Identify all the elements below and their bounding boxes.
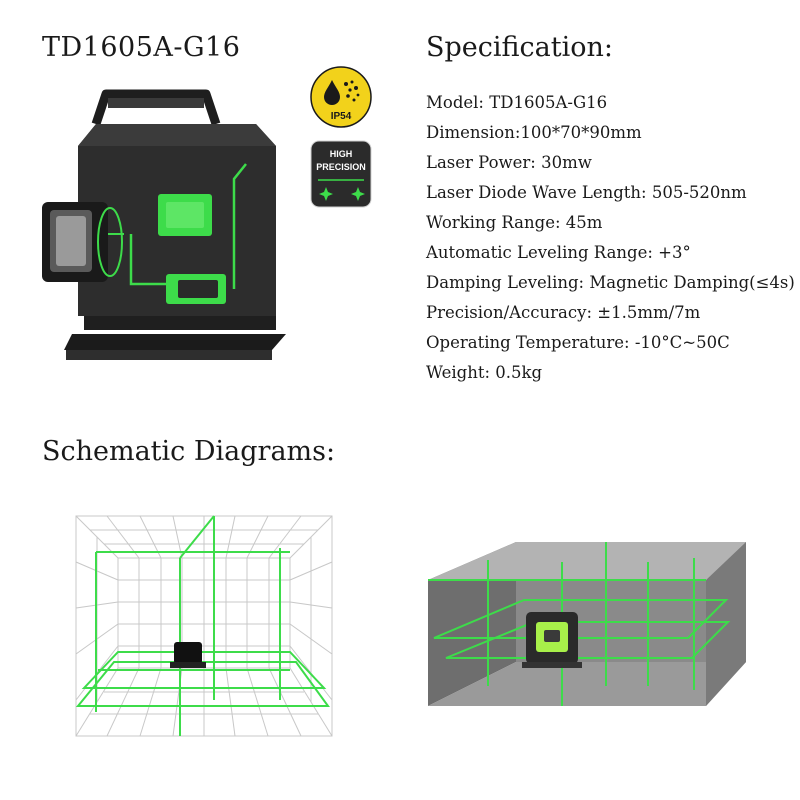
ip54-badge: IP54 [310, 66, 372, 128]
model-title: TD1605A-G16 [42, 32, 241, 63]
spec-item-leveling-range: Automatic Leveling Range: +3° [426, 243, 691, 262]
precision-line1: HIGH [330, 149, 353, 159]
precision-line2: PRECISION [316, 162, 366, 172]
spec-item-model: Model: TD1605A-G16 [426, 93, 608, 112]
spec-item-wavelength: Laser Diode Wave Length: 505-520nm [426, 183, 747, 202]
high-precision-badge: HIGH PRECISION [310, 140, 372, 208]
room-schematic-diagram [75, 515, 333, 737]
spec-item-dimension: Dimension:100*70*90mm [426, 123, 642, 142]
sparkle-icon [319, 187, 365, 201]
spec-title: Specification: [426, 32, 613, 63]
spec-item-working-range: Working Range: 45m [426, 213, 603, 232]
ip-rating-text: IP54 [331, 111, 352, 122]
water-drop-icon [324, 80, 340, 105]
spec-item-damping: Damping Leveling: Magnetic Damping(≤4s) [426, 273, 795, 292]
spec-item-laser-power: Laser Power: 30mw [426, 153, 592, 172]
schematic-title: Schematic Diagrams: [42, 436, 336, 467]
spec-item-precision: Precision/Accuracy: ±1.5mm/7m [426, 303, 701, 322]
spec-list: Model: TD1605A-G16 Dimension:100*70*90mm… [426, 88, 795, 388]
dust-particles-icon [344, 80, 360, 102]
box-schematic-diagram [428, 542, 746, 706]
spec-item-weight: Weight: 0.5kg [426, 363, 543, 382]
product-photo [42, 89, 286, 360]
spec-item-temperature: Operating Temperature: -10°C~50C [426, 333, 730, 352]
